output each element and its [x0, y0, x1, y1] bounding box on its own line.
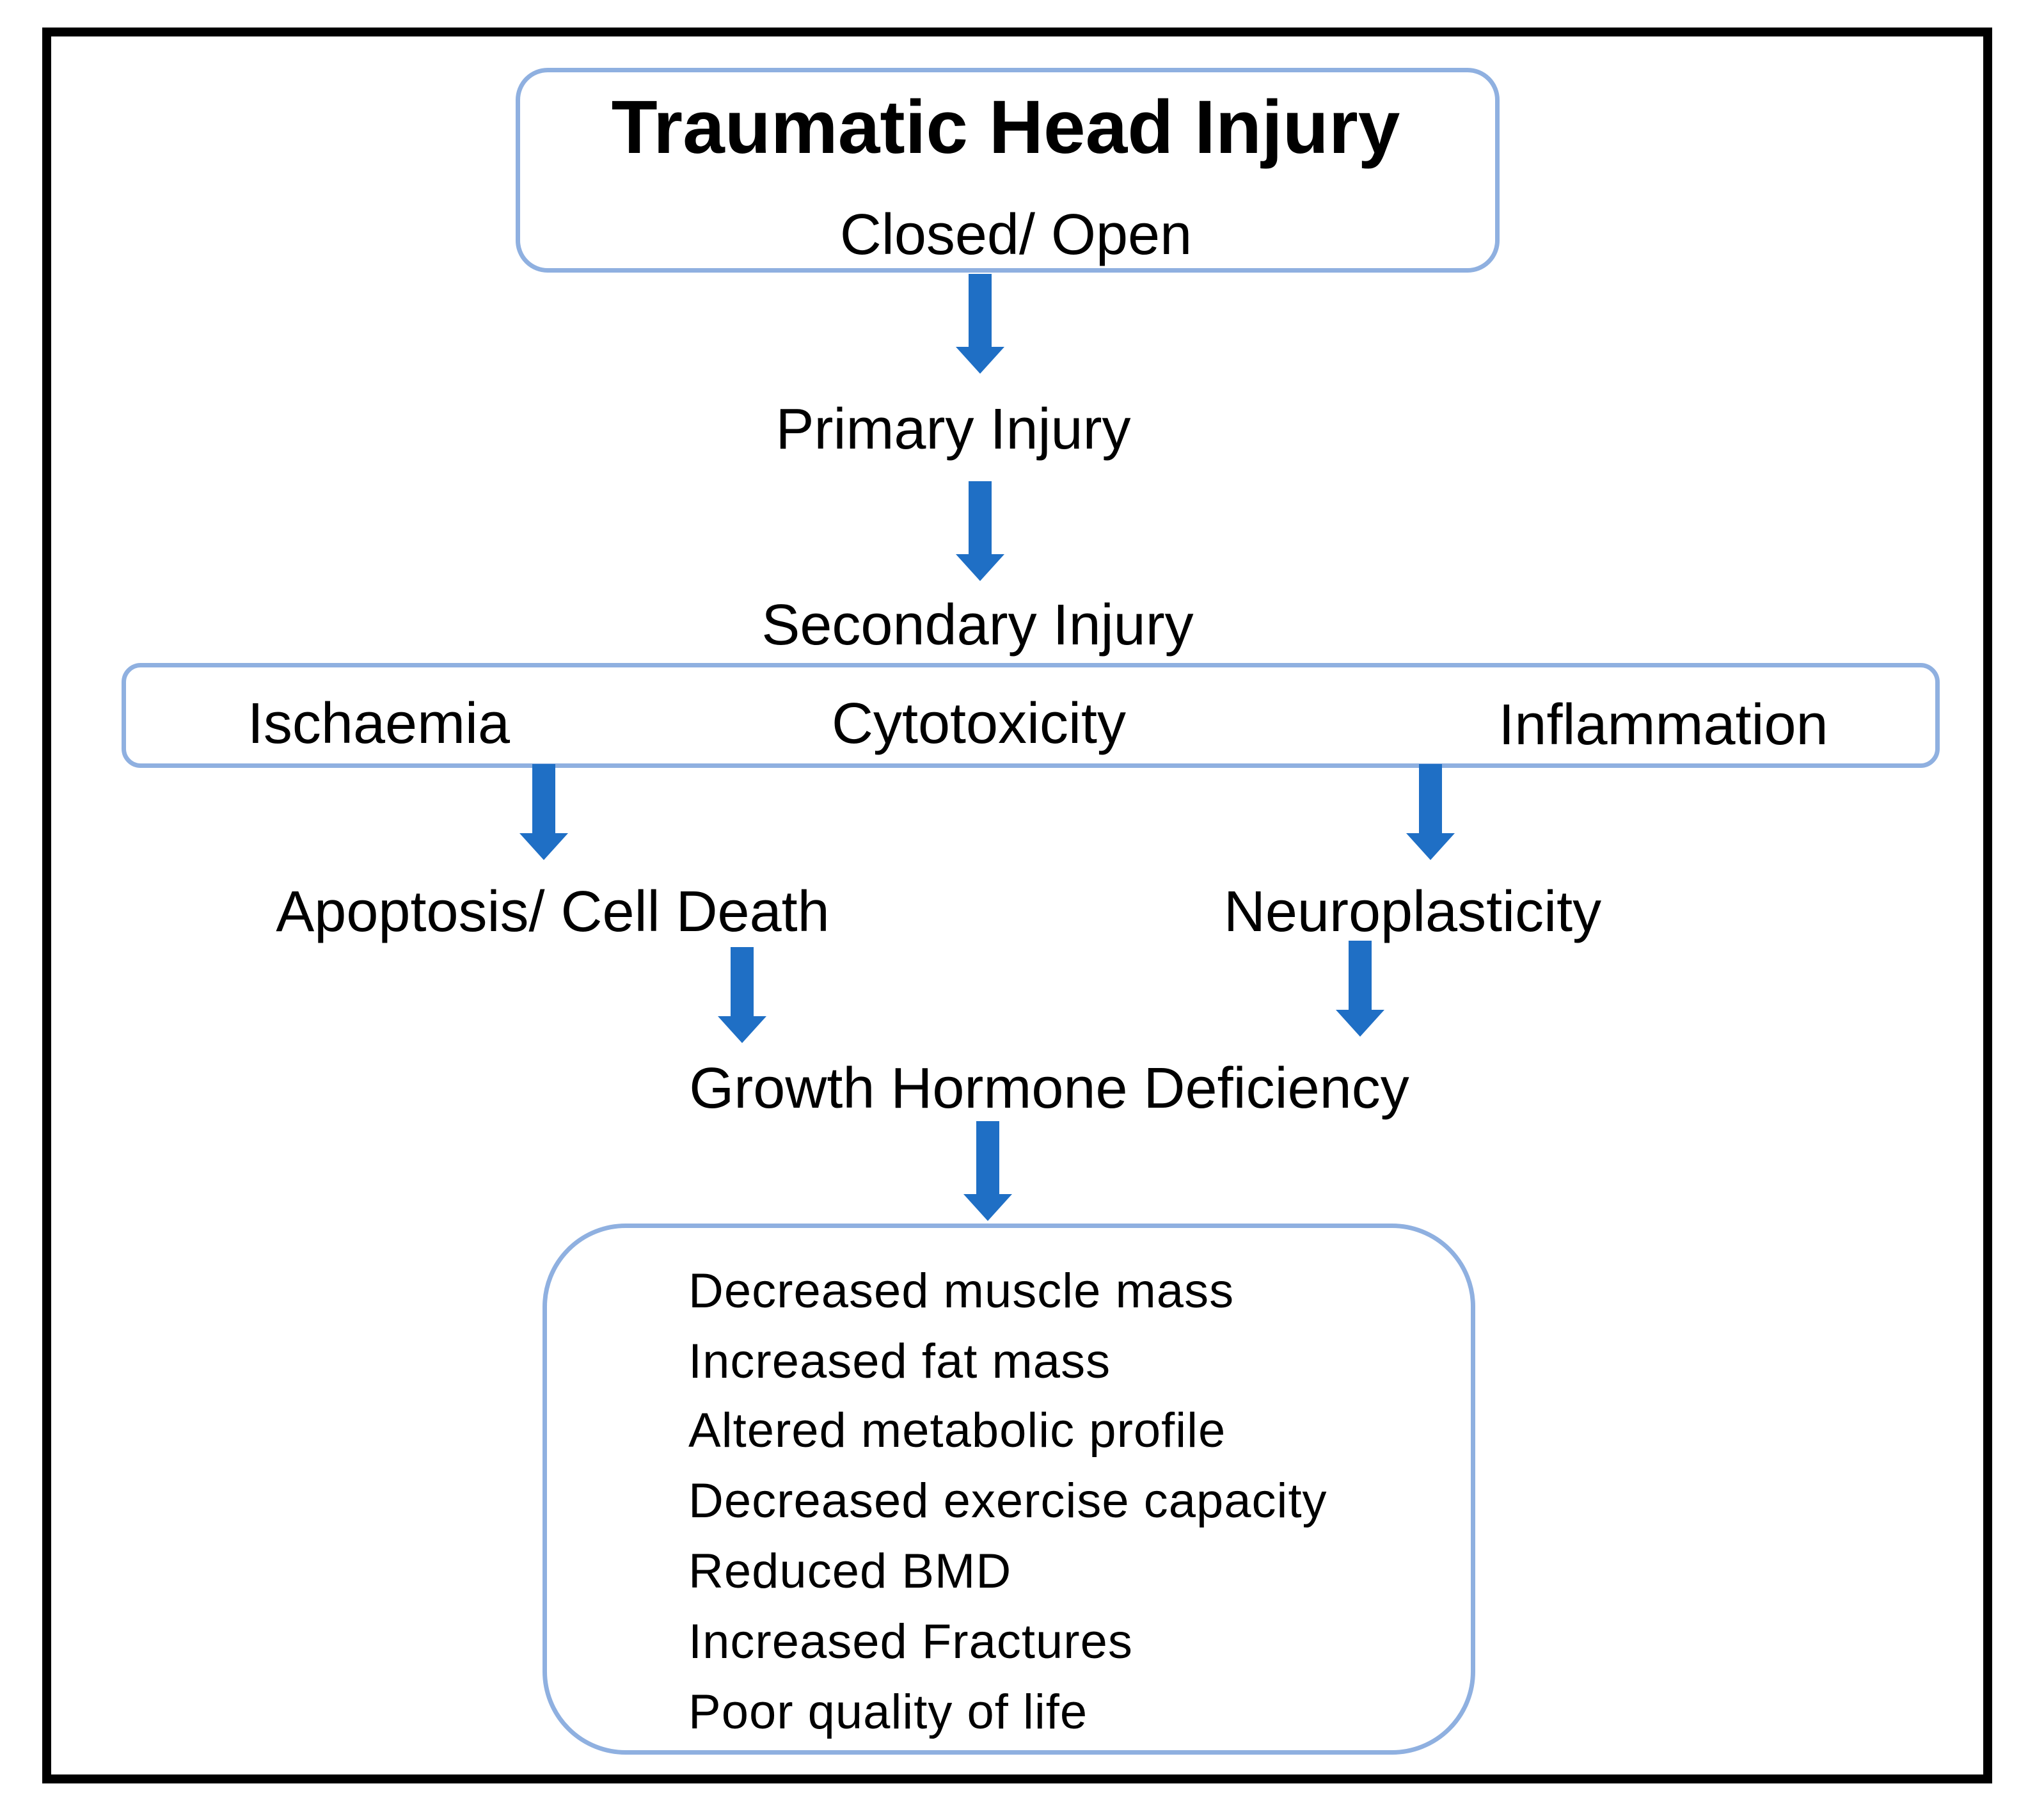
arrow-to-neuroplasticity	[1405, 764, 1456, 860]
arrow-to-primary	[955, 274, 1006, 375]
diagram-frame	[42, 28, 1992, 1783]
outcome-item: Increased Fractures	[688, 1615, 1133, 1669]
ghd-label: Growth Hormone Deficiency	[689, 1057, 1409, 1120]
outcome-item: Reduced BMD	[688, 1544, 1012, 1599]
neuroplasticity-label: Neuroplasticity	[1223, 880, 1602, 944]
outcome-item: Altered metabolic profile	[688, 1403, 1226, 1458]
outcome-item: Poor quality of life	[688, 1685, 1088, 1739]
mechanism-inflammation: Inflammation	[1498, 693, 1828, 757]
arrow-to-outcomes	[962, 1121, 1013, 1222]
mechanism-ischaemia: Ischaemia	[247, 692, 511, 756]
apoptosis-label: Apoptosis/ Cell Death	[276, 880, 830, 944]
outcome-item: Decreased exercise capacity	[688, 1474, 1327, 1528]
title-traumatic-head-injury: Traumatic Head Injury	[611, 85, 1400, 170]
primary-injury-label: Primary Injury	[775, 397, 1131, 461]
outcomes-box	[543, 1224, 1475, 1755]
mechanisms-box	[122, 663, 1940, 768]
subtitle-closed-open: Closed/ Open	[839, 203, 1192, 267]
outcome-item: Decreased muscle mass	[688, 1264, 1235, 1318]
arrow-to-apoptosis	[518, 764, 569, 860]
mechanism-cytotoxicity: Cytotoxicity	[831, 692, 1127, 756]
arrow-neuroplasticity-to-ghd	[1335, 941, 1386, 1037]
outcome-item: Increased fat mass	[688, 1334, 1111, 1389]
top-box	[516, 68, 1500, 273]
arrow-apoptosis-to-ghd	[717, 947, 768, 1043]
secondary-injury-label: Secondary Injury	[761, 593, 1194, 657]
arrow-to-secondary	[955, 481, 1006, 582]
